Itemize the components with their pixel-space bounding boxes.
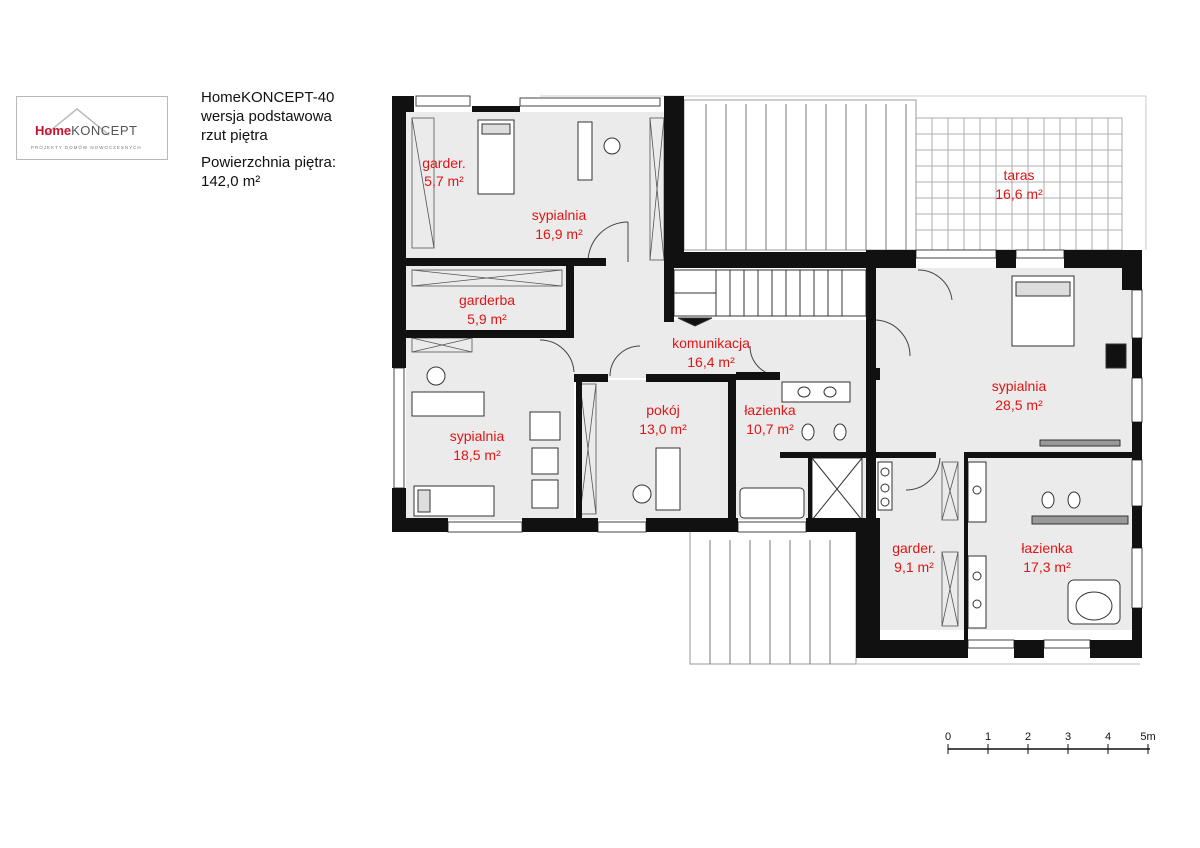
scale-tick-1: 1 [985,731,991,743]
desk-pokoj [655,447,681,511]
project-info: HomeKONCEPT-40 wersja podstawowa rzut pi… [201,88,336,191]
svg-text:sypialnia: sypialnia [992,378,1047,394]
room-sypialnia-top: sypialnia 16,9 m² [532,207,587,242]
scale-tick-2: 2 [1025,731,1031,743]
staircase [673,269,867,327]
svg-text:garder.: garder. [892,540,936,556]
room-taras: taras 16,6 m² [995,167,1043,202]
room-garder-bottom: garder. 9,1 m² [892,540,936,575]
svg-text:komunikacja: komunikacja [672,335,750,351]
project-title: HomeKONCEPT-40 [201,89,335,106]
svg-text:garder.: garder. [422,155,466,171]
roof-area-top [683,99,917,251]
house-roof-icon [44,108,110,136]
svg-text:sypialnia: sypialnia [532,207,587,223]
svg-text:10,7 m²: 10,7 m² [746,421,794,437]
project-view: rzut piętra [201,127,268,144]
svg-text:5,9 m²: 5,9 m² [467,311,507,327]
scale-tick-5: 5m [1140,731,1155,743]
terrace-tiles [540,95,1147,251]
desk-left [411,391,485,417]
scale-tick-4: 4 [1105,731,1111,743]
wardrobes [411,117,959,627]
furniture [411,119,1129,629]
bathtub [739,487,805,519]
scale-tick-3: 3 [1065,731,1071,743]
svg-text:16,6 m²: 16,6 m² [995,186,1043,202]
svg-text:5,7 m²: 5,7 m² [424,173,464,189]
svg-text:16,9 m²: 16,9 m² [535,226,583,242]
room-lazienka-large: łazienka 17,3 m² [1021,540,1073,575]
company-logo: HomeKONCEPT PROJEKTY DOMÓW NOWOCZESNYCH [16,96,168,160]
room-lazienka-small: łazienka 10,7 m² [744,402,796,437]
svg-text:łazienka: łazienka [744,402,796,418]
svg-text:18,5 m²: 18,5 m² [453,447,501,463]
room-garder-top: garder. 5,7 m² [422,155,466,189]
logo-wordmark: HomeKONCEPT [35,123,138,138]
scale-bar: 0 1 2 3 4 5m [945,731,1156,754]
svg-text:28,5 m²: 28,5 m² [995,397,1043,413]
scale-tick-0: 0 [945,731,951,743]
room-komunikacja: komunikacja 16,4 m² [672,335,750,370]
svg-text:9,1 m²: 9,1 m² [894,559,934,575]
room-labels: garder. 5,7 m² sypialnia 16,9 m² taras 1… [422,155,1073,575]
svg-text:łazienka: łazienka [1021,540,1073,556]
project-variant: wersja podstawowa [201,108,332,125]
desk-top [577,121,593,181]
room-sypialnia-left: sypialnia 18,5 m² [450,428,505,463]
svg-text:pokój: pokój [646,402,679,418]
svg-text:17,3 m²: 17,3 m² [1023,559,1071,575]
room-garderba: garderba 5,9 m² [459,292,515,327]
logo-tagline: PROJEKTY DOMÓW NOWOCZESNYCH [31,145,142,150]
door-swings [539,221,953,491]
sink-counter [781,381,851,403]
floor-area-label: Powierzchnia piętra: [201,154,337,171]
svg-text:taras: taras [1003,167,1034,183]
svg-text:13,0 m²: 13,0 m² [639,421,687,437]
floor-area-value: 142,0 m² [201,173,261,190]
room-pokoj: pokój 13,0 m² [639,402,687,437]
svg-text:16,4 m²: 16,4 m² [687,354,735,370]
room-sypialnia-master: sypialnia 28,5 m² [992,378,1047,413]
svg-text:garderba: garderba [459,292,515,308]
svg-text:sypialnia: sypialnia [450,428,505,444]
walls [392,96,1142,658]
